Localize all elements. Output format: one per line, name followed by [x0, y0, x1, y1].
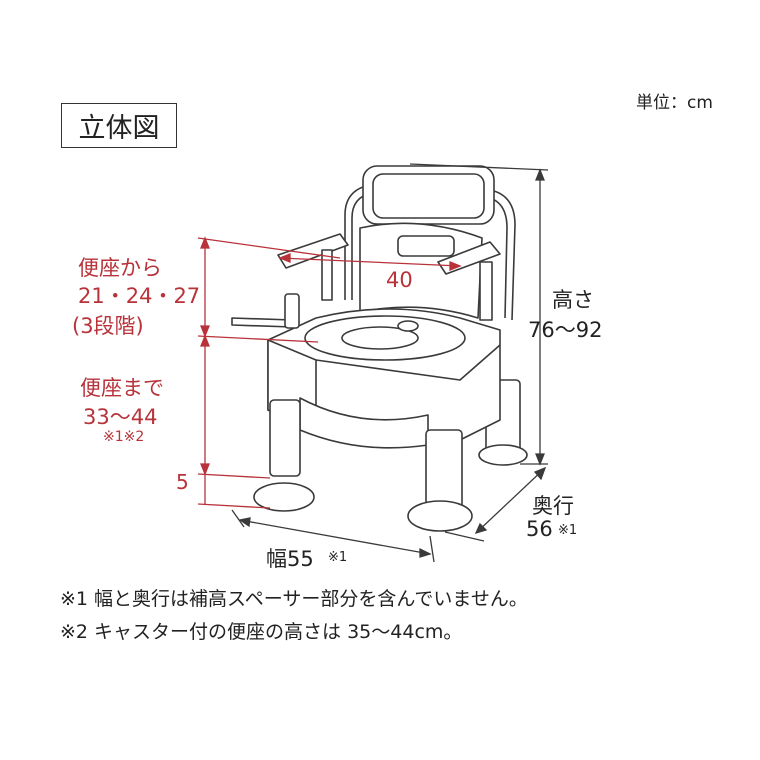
left-armrest [277, 233, 349, 269]
armrest-gap-label: 40 [386, 268, 413, 292]
width-dimension-line [239, 519, 431, 555]
lever-handle [231, 317, 293, 328]
depth-dimension-line [475, 467, 546, 534]
footnote-2: ※2 キャスター付の便座の高さは 35～44cm。 [60, 621, 463, 643]
seat-label-line3: ※1※2 [103, 429, 145, 445]
width-note: ※1 [328, 550, 348, 565]
diagram-title: 立体図 [61, 103, 177, 148]
armrest-label-line3: (3段階) [72, 314, 144, 338]
width-label: 幅55 [266, 547, 314, 571]
armrest-label-line2: 21・24・27 [78, 284, 201, 308]
unit-label: 単位：cm [636, 93, 713, 113]
seat-label-line2: 33～44 [83, 405, 158, 429]
front-left-foot [253, 482, 315, 512]
rear-right-foot [478, 444, 528, 466]
depth-label-line1: 奥行 [532, 494, 574, 518]
depth-label-line2: 56 [526, 517, 553, 541]
caster-height-label: 5 [176, 470, 189, 494]
seat-label-line1: 便座まで [80, 376, 164, 400]
front-right-foot [407, 500, 473, 532]
armrest-label-line1: 便座から [78, 256, 162, 280]
height-label-line2: 76～92 [528, 318, 603, 342]
footnote-1: ※1 幅と奥行は補高スペーサー部分を含んでいません。 [60, 588, 528, 610]
height-label-line1: 高さ [552, 288, 594, 312]
depth-note: ※1 [558, 523, 578, 538]
armrest-gap-dimension [279, 257, 461, 267]
